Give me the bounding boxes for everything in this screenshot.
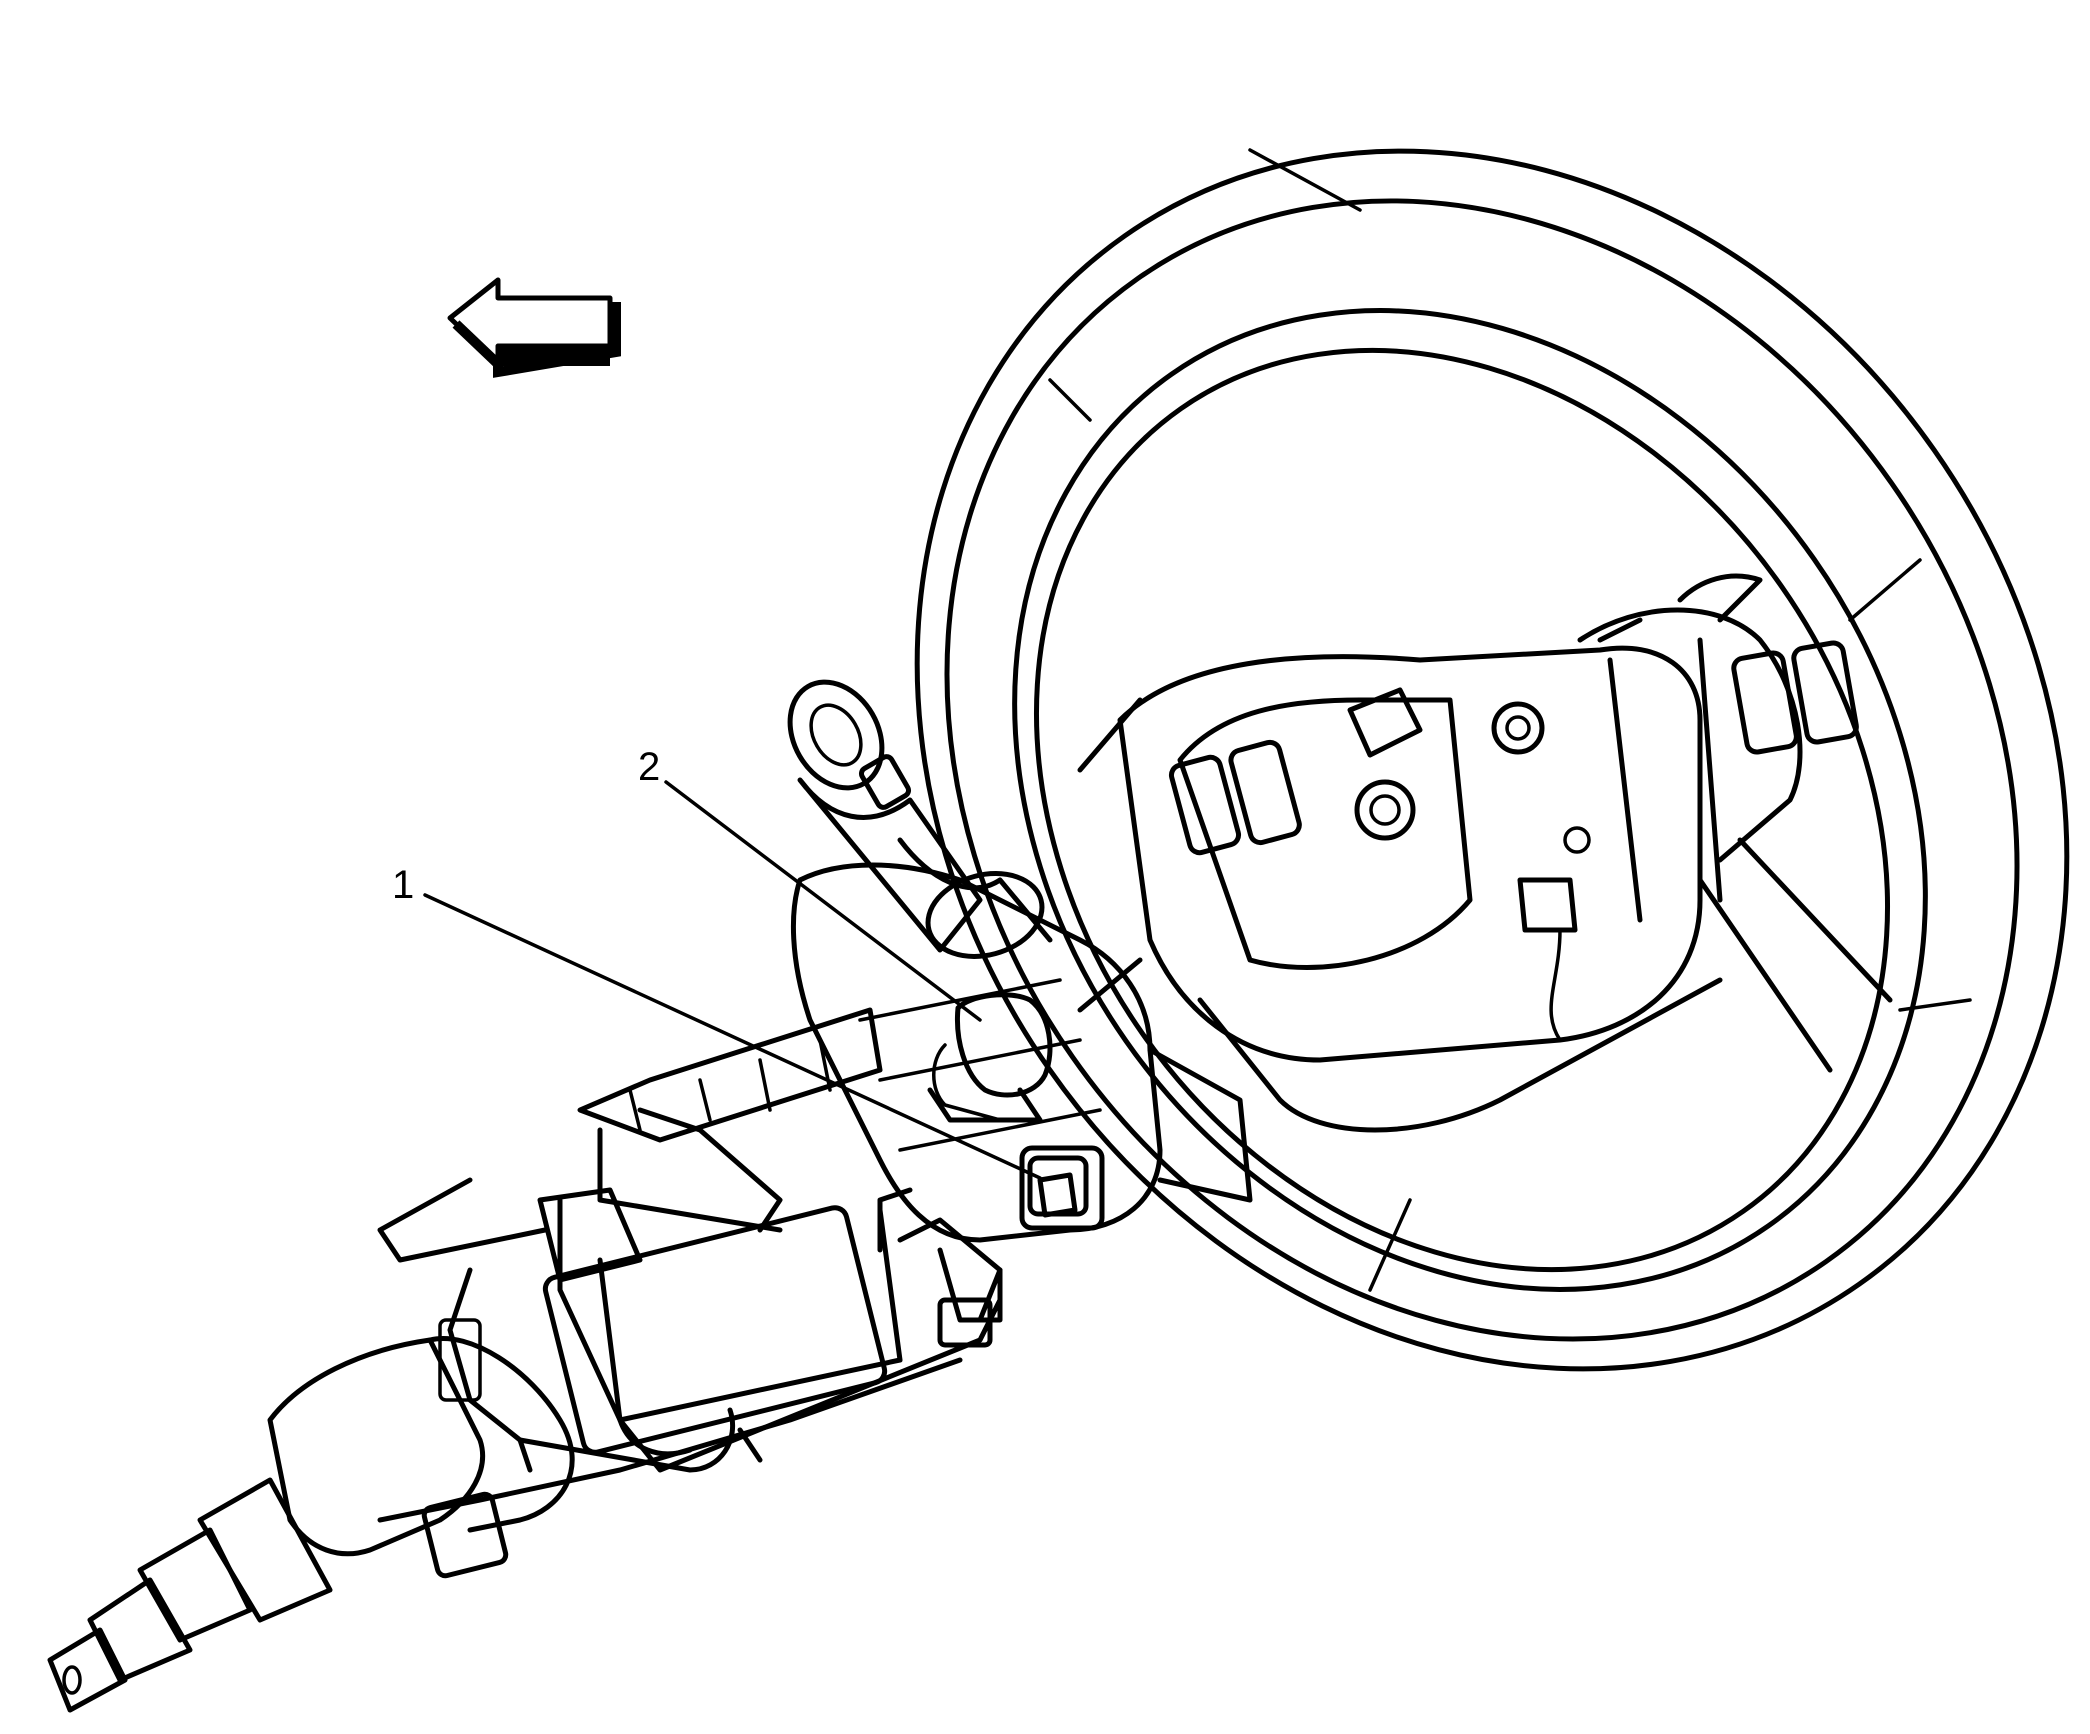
callout-1-label: 1: [392, 863, 414, 907]
component-1-connector: [1019, 1145, 1105, 1231]
multifunction-lever: [787, 679, 1053, 953]
callout-1-leader: [423, 893, 1042, 1180]
callout-2-leader: [664, 780, 982, 1022]
callout-2-label: 2: [638, 745, 660, 789]
steering-wheel: [914, 148, 2070, 1372]
steering-column: [47, 1007, 1003, 1713]
column-shroud: [790, 862, 1253, 1243]
steering-wheel-hub: [1077, 573, 1893, 1133]
component-2-switch: [927, 992, 1053, 1123]
direction-arrow-left-icon: [447, 277, 621, 378]
